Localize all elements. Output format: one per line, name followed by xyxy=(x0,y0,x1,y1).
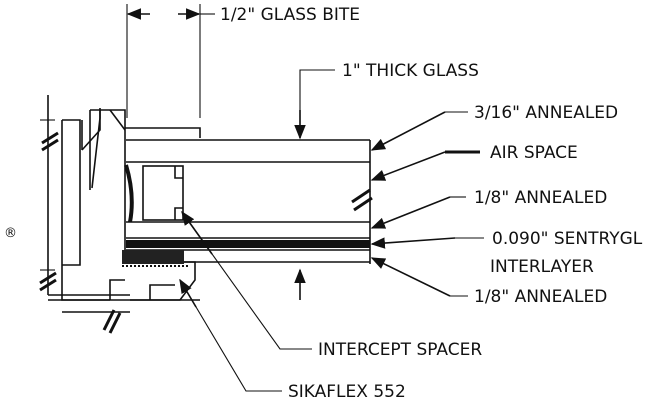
glass-thickness-dimension: 1" THICK GLASS xyxy=(294,61,479,300)
annealed-mid-label: 1/8" ANNEALED xyxy=(474,188,607,208)
intercept-spacer-shape xyxy=(142,165,184,221)
glass-unit xyxy=(122,139,371,267)
thick-glass-label: 1" THICK GLASS xyxy=(342,61,479,81)
sikaflex-sealant xyxy=(122,250,184,264)
annealed-top-label: 3/16" ANNEALED xyxy=(474,103,618,123)
glass-bite-dimension: 1/2" GLASS BITE xyxy=(126,4,360,118)
annealed-bottom-label: 1/8" ANNEALED xyxy=(474,287,607,307)
glass-bite-label: 1/2" GLASS BITE xyxy=(220,5,360,25)
sentryglas-label: 0.090" SENTRYGL xyxy=(492,229,643,249)
air-space-label: AIR SPACE xyxy=(490,143,578,163)
registered-mark: ® xyxy=(4,226,17,241)
sentryglas-interlayer xyxy=(126,240,370,248)
interlayer-label: INTERLAYER xyxy=(490,257,594,277)
callouts-right: 3/16" ANNEALED AIR SPACE 1/8" ANNEALED 0… xyxy=(370,103,643,307)
spacer-label: INTERCEPT SPACER xyxy=(318,340,482,360)
callouts-bottom: INTERCEPT SPACER SIKAFLEX 552 xyxy=(179,210,482,402)
framing-profile xyxy=(39,95,373,334)
sikaflex-label: SIKAFLEX 552 xyxy=(288,382,406,402)
